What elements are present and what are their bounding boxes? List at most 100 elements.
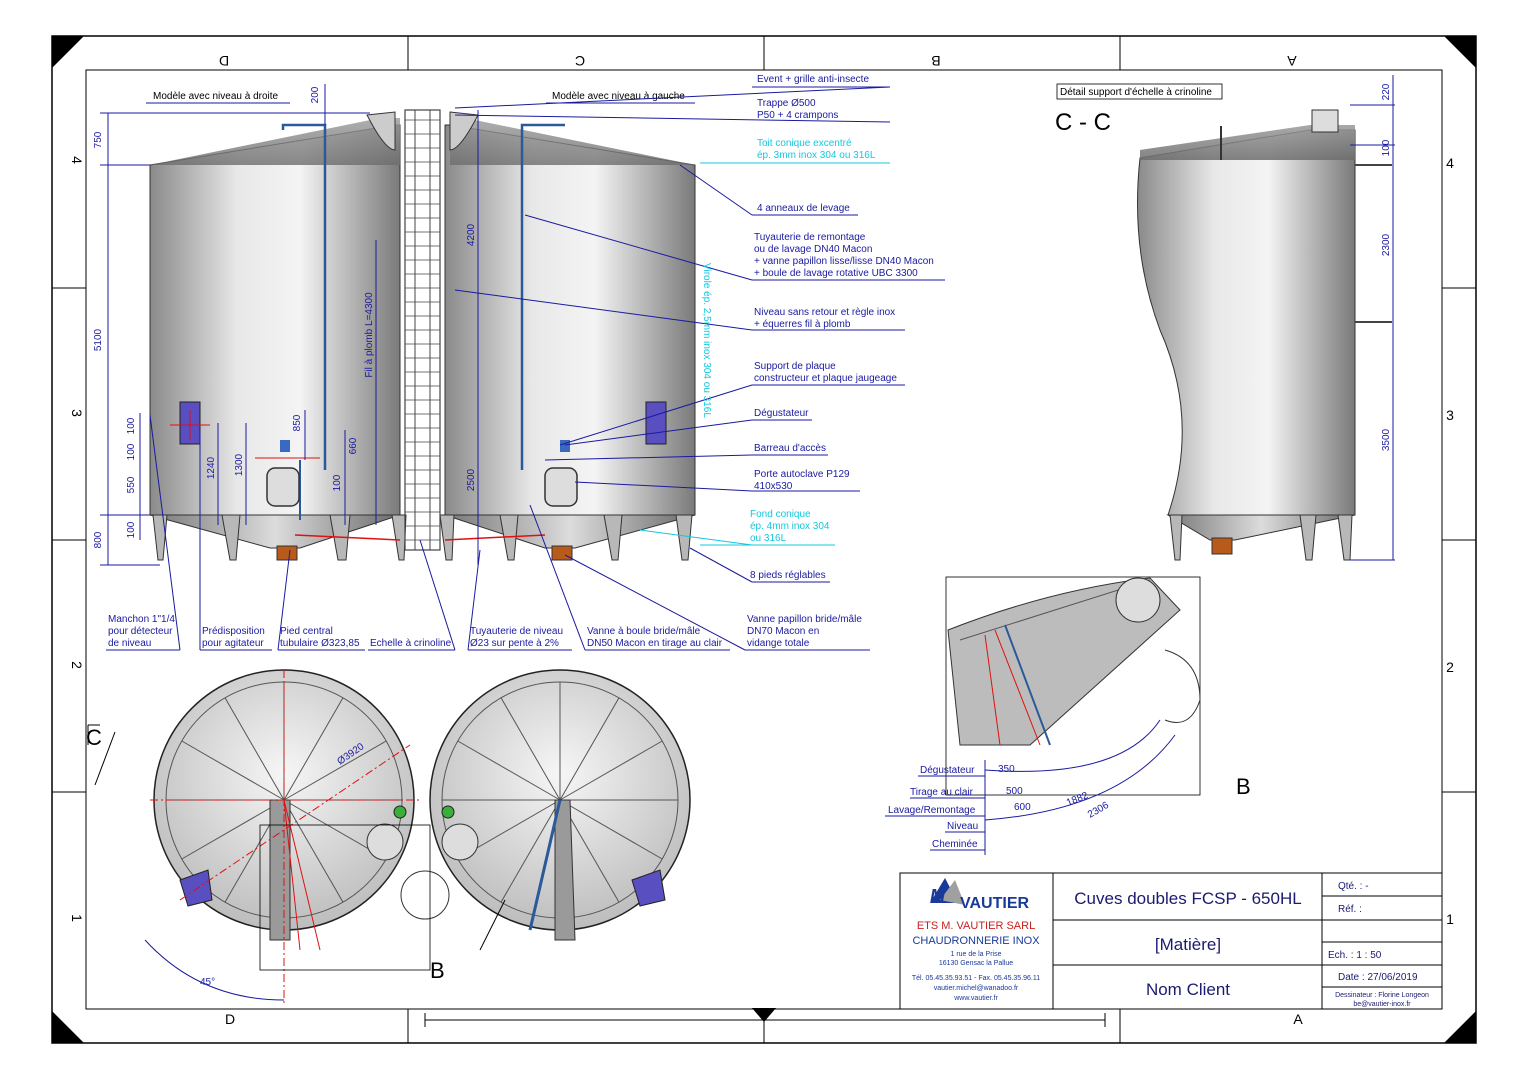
company-subtitle: CHAUDRONNERIE INOX <box>912 935 1040 947</box>
dim-500: 500 <box>1006 786 1023 797</box>
dim-100-c: 100 <box>126 521 137 538</box>
sheet-frame <box>51 35 1477 1044</box>
roof-spoke <box>181 740 285 801</box>
roof-spoke <box>224 697 285 801</box>
dim-4200: 4200 <box>466 223 477 246</box>
label-pied-central-1: Pied central <box>280 626 333 637</box>
label-pied-central-2: tubulaire Ø323,85 <box>280 638 360 649</box>
zone-letter-a-bottom: A <box>1293 1011 1303 1027</box>
label-pieds: 8 pieds réglables <box>750 570 826 581</box>
dim-600: 600 <box>1014 802 1031 813</box>
dim-350: 350 <box>998 764 1015 775</box>
dim-750: 750 <box>93 131 104 148</box>
dim-3500: 3500 <box>1381 428 1392 451</box>
annotation-leaders <box>454 86 945 583</box>
drawing-client: Nom Client <box>1146 980 1230 999</box>
label-tuyau-1: Tuyauterie de remontage <box>754 232 866 243</box>
zone-number-right-1: 1 <box>1446 911 1454 927</box>
detail-b-view <box>945 576 1201 821</box>
label-tuyau-niveau-1: Tuyauterie de niveau <box>470 626 563 637</box>
dim-1300: 1300 <box>234 453 245 476</box>
roof-spoke <box>283 799 344 903</box>
zone-letter-a: A <box>1287 53 1297 69</box>
label-model-left: Modèle avec niveau à gauche <box>552 91 685 102</box>
title-block <box>899 872 1443 1010</box>
zone-number-right-2: 2 <box>1446 659 1454 675</box>
label-vanne-pap-1: Vanne papillon bride/mâle <box>747 614 862 625</box>
label-manchon-3: de niveau <box>108 638 151 649</box>
label-tuyau-niveau-2: Ø23 sur pente à 2% <box>470 638 559 649</box>
label-view-b: B <box>1236 774 1251 799</box>
label-fond-1: Fond conique <box>750 509 811 520</box>
dim-550: 550 <box>126 476 137 493</box>
dim-1882: 1882 <box>1065 790 1090 809</box>
company-name: ETS M. VAUTIER SARL <box>917 920 1035 932</box>
field-scale: Ech. : 1 : 50 <box>1328 950 1382 961</box>
roof-spoke <box>181 799 285 860</box>
zone-number-right-3: 3 <box>1446 407 1454 423</box>
detail-b-niveau: Niveau <box>947 821 978 832</box>
label-niveau-1: Niveau sans retour et règle inox <box>754 307 895 318</box>
label-vanne-boule-1: Vanne à boule bride/mâle <box>587 626 701 637</box>
label-support-1: Support de plaque <box>754 361 836 372</box>
zone-number-left-3: 3 <box>69 409 85 417</box>
roof-spoke <box>457 740 561 801</box>
dim-100-a: 100 <box>126 417 137 434</box>
dim-200: 200 <box>310 86 321 103</box>
dim-100-b: 100 <box>126 443 137 460</box>
label-manchon-2: pour détecteur <box>108 626 173 637</box>
field-drafter-1: Dessinateur : Florine Longeon <box>1335 992 1429 999</box>
detail-b-degustateur: Dégustateur <box>920 765 975 776</box>
label-porte-2: 410x530 <box>754 481 793 492</box>
label-toit-1: Toit conique excentré <box>757 138 852 149</box>
label-tuyau-4: + boule de lavage rotative UBC 3300 <box>754 268 918 279</box>
logo-text: VAUTIER <box>960 895 1029 912</box>
label-anneaux: 4 anneaux de levage <box>757 203 850 214</box>
detail-b-cheminee: Cheminée <box>932 839 978 850</box>
zone-number-left-2: 2 <box>69 661 85 669</box>
label-predispo-1: Prédisposition <box>202 626 265 637</box>
section-cc-view <box>1137 75 1395 561</box>
company-address-1: 1 rue de la Prise <box>951 951 1002 958</box>
zone-letter-d-bottom: D <box>225 1011 235 1027</box>
dim-660: 660 <box>348 437 359 454</box>
top-view <box>87 669 691 1005</box>
label-tuyau-2: ou de lavage DN40 Macon <box>754 244 872 255</box>
label-echelle: Echelle à crinoline <box>370 638 452 649</box>
dim-2500: 2500 <box>466 468 477 491</box>
dim-100-d: 100 <box>332 474 343 491</box>
roof-spoke <box>283 740 387 801</box>
label-fond-2: ép. 4mm inox 304 <box>750 521 830 532</box>
dimensions-left <box>100 84 479 566</box>
roof-spoke <box>559 799 663 860</box>
label-virole: Virole ép. 2,5mm inox 304 ou 316L <box>701 263 712 418</box>
label-predispo-2: pour agitateur <box>202 638 264 649</box>
label-view-b-mark: B <box>430 958 445 983</box>
label-model-right: Modèle avec niveau à droite <box>153 91 279 102</box>
field-date: Date : 27/06/2019 <box>1338 972 1418 983</box>
roof-spoke <box>283 697 344 801</box>
label-manchon-1: Manchon 1"1/4 <box>108 614 175 625</box>
company-address-2: 16130 Gensac la Pallue <box>939 960 1013 967</box>
label-angle: 45° <box>200 977 215 988</box>
label-toit-2: ép. 3mm inox 304 ou 316L <box>757 150 876 161</box>
zone-letter-d: D <box>219 53 229 69</box>
dim-220: 220 <box>1381 83 1392 100</box>
label-detail-cc: Détail support d'échelle à crinoline <box>1060 87 1212 98</box>
label-fil-plomb: Fil à plomb L=4300 <box>364 292 375 378</box>
drawing-material: [Matière] <box>1155 935 1221 954</box>
drawing-title: Cuves doubles FCSP - 650HL <box>1074 889 1301 908</box>
label-vanne-pap-3: vidange totale <box>747 638 810 649</box>
field-ref: Réf. : <box>1338 904 1362 915</box>
roof-spoke <box>559 740 663 801</box>
bottom-leaders <box>106 414 870 651</box>
roof-spoke <box>559 697 620 801</box>
dim-800: 800 <box>93 531 104 548</box>
label-section-cc: C - C <box>1055 109 1111 136</box>
zone-letter-c: C <box>575 53 585 69</box>
label-barreau: Barreau d'accès <box>754 443 826 454</box>
dim-2300: 2300 <box>1381 233 1392 256</box>
roof-spoke <box>500 799 561 903</box>
label-vanne-boule-2: DN50 Macon en tirage au clair <box>587 638 723 649</box>
